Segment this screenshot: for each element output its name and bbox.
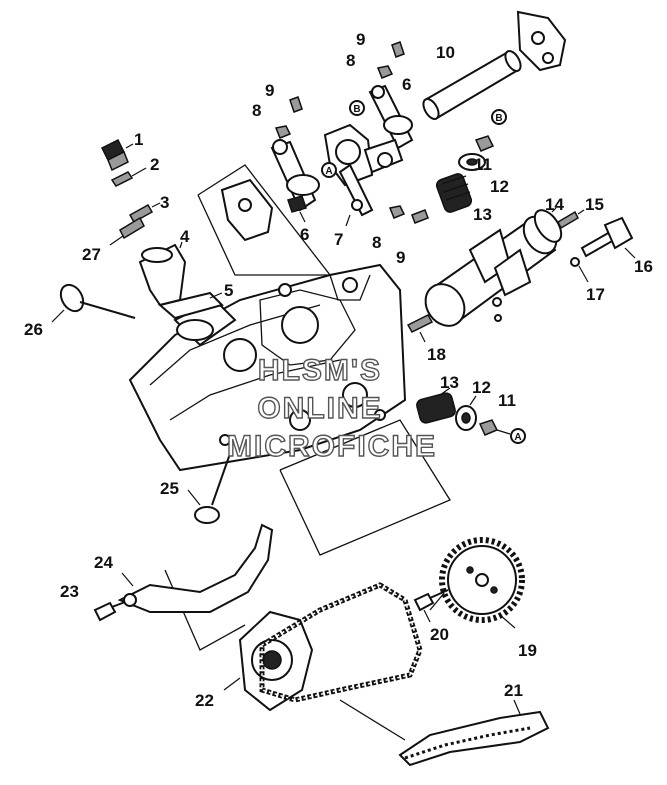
svg-text:HLSM'S: HLSM'S [258, 354, 382, 387]
part-12-spring-seat-lower [455, 395, 477, 431]
part-18-dowel [406, 314, 434, 343]
part-3-stud [128, 202, 161, 224]
part-20-bolt [413, 589, 449, 623]
callout-b-left: B [349, 100, 365, 116]
label-part-16: 16 [634, 257, 653, 276]
label-part-13-lower: 13 [440, 373, 459, 392]
label-part-6-left: 6 [300, 225, 309, 244]
part-15-pin [557, 209, 585, 230]
label-part-2: 2 [150, 155, 159, 174]
svg-text:A: A [514, 432, 521, 443]
callout-a-lower: A [510, 428, 526, 444]
label-part-18: 18 [427, 345, 446, 364]
part-6-rocker-arm-right [363, 84, 414, 174]
shaft-bracket [516, 10, 567, 72]
label-part-13-upper: 13 [473, 205, 492, 224]
part-11-retainer-upper [474, 135, 495, 152]
label-part-12-upper: 12 [490, 177, 509, 196]
label-part-1: 1 [134, 130, 143, 149]
part-22-crank-sprocket [223, 610, 314, 712]
part-8-nut-b [274, 125, 292, 139]
part-10-rocker-shaft [422, 50, 522, 120]
label-part-21: 21 [504, 681, 523, 700]
label-part-24: 24 [94, 553, 113, 572]
callout-a-upper: A [321, 162, 337, 178]
rocker-bracket [220, 178, 274, 242]
label-part-19: 19 [518, 641, 537, 660]
label-part-9-left: 9 [265, 81, 274, 100]
part-1-plug [100, 138, 134, 172]
label-part-27: 27 [82, 245, 101, 264]
label-part-5: 5 [224, 281, 233, 300]
label-part-10: 10 [436, 43, 455, 62]
label-part-12-lower: 12 [472, 378, 491, 397]
part-12-spring-seat-upper [458, 153, 486, 171]
svg-text:B: B [495, 113, 502, 124]
svg-text:MICROFICHE: MICROFICHE [227, 430, 437, 463]
svg-text:B: B [353, 104, 360, 115]
label-part-8-left: 8 [252, 101, 261, 120]
timing-chain [259, 582, 423, 703]
label-part-11-lower: 11 [498, 391, 516, 410]
part-8-nut-a [376, 65, 394, 79]
part-2-screw [110, 167, 147, 187]
label-part-8-bottom: 8 [372, 233, 381, 252]
label-part-9-bottom: 9 [396, 248, 405, 267]
callout-b-right: B [491, 109, 507, 125]
label-part-23: 23 [60, 582, 79, 601]
part-25-valve [187, 447, 233, 524]
camshaft [424, 215, 558, 327]
label-part-15: 15 [585, 195, 604, 214]
part-11-retainer-lower [478, 419, 511, 436]
part-4-tensioner [138, 241, 187, 307]
part-24-chain-guide [117, 523, 274, 613]
label-part-8-top: 8 [346, 51, 355, 70]
part-26-valve [51, 283, 136, 323]
label-part-17: 17 [586, 285, 605, 304]
part-13-valve-spring-upper [435, 173, 473, 213]
part-9-adjuster-c [411, 209, 429, 224]
label-part-11-upper: 11 [474, 155, 492, 174]
part-5-gasket [157, 291, 224, 320]
svg-text:ONLINE: ONLINE [257, 392, 382, 425]
label-part-14: 14 [545, 195, 564, 214]
part-17-clip [570, 257, 589, 283]
svg-text:A: A [325, 166, 332, 177]
part-6-rocker-arm-left [270, 139, 320, 223]
label-part-9-top: 9 [356, 30, 365, 49]
part-9-adjuster-b [289, 96, 303, 113]
cylinder-head [128, 263, 407, 472]
part-21-chain-guide [398, 699, 550, 767]
part-8-nut-c [388, 205, 406, 219]
label-part-26: 26 [24, 320, 43, 339]
watermark: HLSM'S ONLINE MICROFICHE [226, 353, 437, 463]
label-part-4: 4 [180, 227, 190, 246]
label-part-3: 3 [160, 193, 169, 212]
label-part-22: 22 [195, 691, 214, 710]
part-13-valve-spring-lower [416, 387, 456, 424]
part-23-bolt [93, 601, 126, 622]
part-labels: 1 2 3 27 4 5 26 9 8 6 7 9 8 6 10 11 12 1… [24, 30, 653, 710]
part-9-adjuster-a [391, 41, 405, 58]
part-16-bolt [580, 216, 636, 259]
label-part-7: 7 [334, 230, 343, 249]
part-27-stud [109, 216, 145, 246]
part-19-cam-sprocket [439, 537, 525, 629]
part-7-rocker-assembly [323, 123, 374, 227]
part-14-seal [533, 207, 563, 243]
label-part-25: 25 [160, 479, 179, 498]
label-part-20: 20 [430, 625, 449, 644]
label-part-6-right: 6 [402, 75, 411, 94]
